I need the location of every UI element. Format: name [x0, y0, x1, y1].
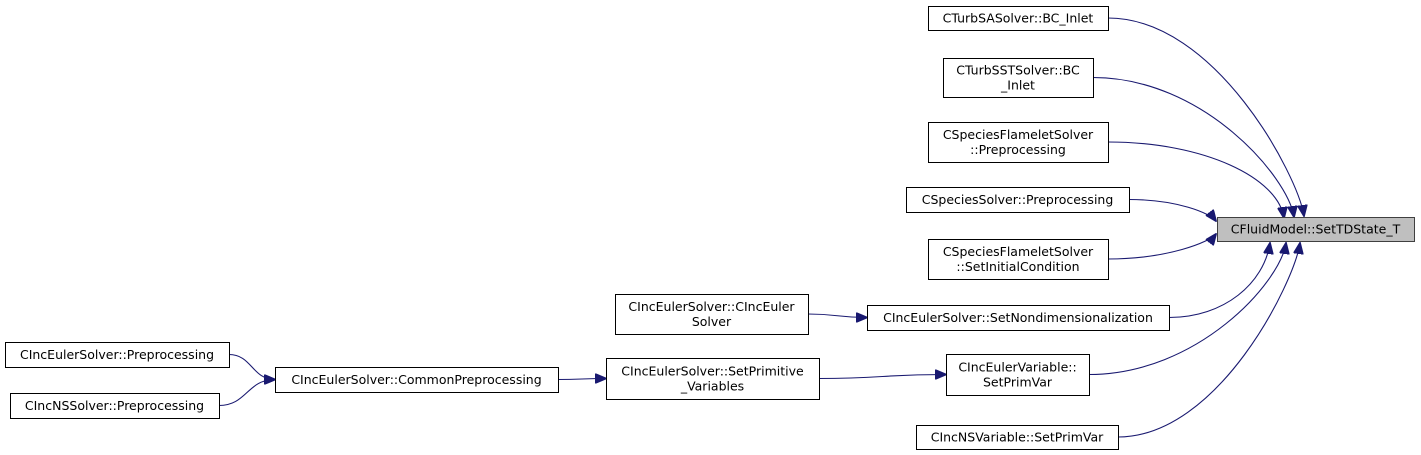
node-inceuler_setnondim[interactable]: CIncEulerSolver::SetNondimensionalizatio… — [867, 305, 1170, 331]
edge-inceuler_ctor-to-inceuler_setnondim — [807, 314, 867, 318]
node-box — [928, 239, 1109, 280]
edges-layer — [218, 17, 1304, 438]
node-inceuler_commonpre[interactable]: CIncEulerSolver::CommonPreprocessing — [275, 367, 559, 393]
edge-inceulervar_setprimvar-to-target — [1088, 243, 1286, 376]
node-label: CIncEulerVariable:: — [958, 360, 1076, 375]
nodes-layer: CFluidModel::SetTDState_T CTurbSASolver::… — [5, 6, 1415, 450]
node-label: CIncNSSolver::Preprocessing — [25, 398, 204, 413]
node-box — [928, 122, 1109, 163]
node-label: CIncNSVariable::SetPrimVar — [931, 430, 1104, 445]
node-flamelet_setinitialcondition[interactable]: CSpeciesFlameletSolver::SetInitialCondit… — [928, 239, 1109, 280]
node-turbsst_bc_inlet[interactable]: CTurbSSTSolver::BC_Inlet — [943, 58, 1094, 98]
edge-incnsvar_setprimvar-to-target — [1117, 243, 1300, 438]
edge-inceuler_commonpre-to-inceuler_setprimitive — [557, 379, 606, 380]
node-box — [867, 305, 1170, 331]
node-label: CFluidModel::SetTDState_T — [1231, 222, 1401, 237]
node-incns_preprocessing[interactable]: CIncNSSolver::Preprocessing — [10, 393, 220, 419]
node-inceuler_ctor[interactable]: CIncEulerSolver::CIncEulerSolver — [615, 294, 809, 335]
node-inceulervar_setprimvar[interactable]: CIncEulerVariable::SetPrimVar — [946, 354, 1090, 396]
node-label: CIncEulerSolver::Preprocessing — [20, 347, 214, 362]
node-label: ::SetInitialCondition — [956, 259, 1079, 274]
node-box — [10, 393, 220, 419]
edge-inceuler_preprocessing-to-inceuler_commonpre — [228, 353, 275, 380]
node-label: Solver — [692, 314, 732, 329]
edge-inceuler_setnondim-to-target — [1168, 243, 1270, 319]
node-label: SetPrimVar — [983, 375, 1053, 390]
edge-incns_preprocessing-to-inceuler_commonpre — [218, 380, 275, 407]
edge-flamelet_preprocessing-to-target — [1107, 141, 1284, 218]
node-incnsvar_setprimvar[interactable]: CIncNSVariable::SetPrimVar — [916, 425, 1119, 450]
edge-turbsa_bc_inlet-to-target — [1107, 17, 1304, 216]
node-inceuler_preprocessing[interactable]: CIncEulerSolver::Preprocessing — [5, 342, 230, 368]
node-label: CTurbSSTSolver::BC — [956, 63, 1080, 78]
node-label: CSpeciesSolver::Preprocessing — [922, 192, 1114, 207]
node-label: CTurbSASolver::BC_Inlet — [943, 11, 1094, 26]
edge-flamelet_setinitialcondition-to-target — [1107, 234, 1216, 260]
edge-species_preprocessing-to-target — [1128, 198, 1216, 222]
node-label: CSpeciesFlameletSolver — [943, 127, 1094, 142]
node-label: CIncEulerSolver::SetPrimitive — [621, 364, 804, 379]
node-label: _Variables — [680, 379, 744, 394]
node-label: CIncEulerSolver::CIncEuler — [628, 299, 795, 314]
node-box — [906, 187, 1130, 213]
node-flamelet_preprocessing[interactable]: CSpeciesFlameletSolver::Preprocessing — [928, 122, 1109, 163]
node-box — [1217, 217, 1415, 242]
node-box — [275, 367, 559, 393]
node-label: _Inlet — [1000, 78, 1035, 93]
node-box — [946, 354, 1090, 396]
node-label: CIncEulerSolver::CommonPreprocessing — [291, 372, 541, 387]
node-species_preprocessing[interactable]: CSpeciesSolver::Preprocessing — [906, 187, 1130, 213]
node-label: ::Preprocessing — [970, 142, 1066, 157]
node-box — [928, 6, 1109, 31]
node-box — [606, 358, 820, 400]
node-label: CSpeciesFlameletSolver — [943, 244, 1094, 259]
edge-turbsst_bc_inlet-to-target — [1092, 76, 1294, 218]
node-target[interactable]: CFluidModel::SetTDState_T — [1217, 217, 1415, 242]
node-inceuler_setprimitive[interactable]: CIncEulerSolver::SetPrimitive_Variables — [606, 358, 820, 400]
node-box — [615, 294, 809, 335]
node-box — [5, 342, 230, 368]
node-turbsa_bc_inlet[interactable]: CTurbSASolver::BC_Inlet — [928, 6, 1109, 31]
node-box — [943, 58, 1094, 98]
node-label: CIncEulerSolver::SetNondimensionalizatio… — [883, 310, 1153, 325]
edge-inceuler_setprimitive-to-inceulervar_setprimvar — [818, 375, 946, 379]
node-box — [916, 425, 1119, 450]
